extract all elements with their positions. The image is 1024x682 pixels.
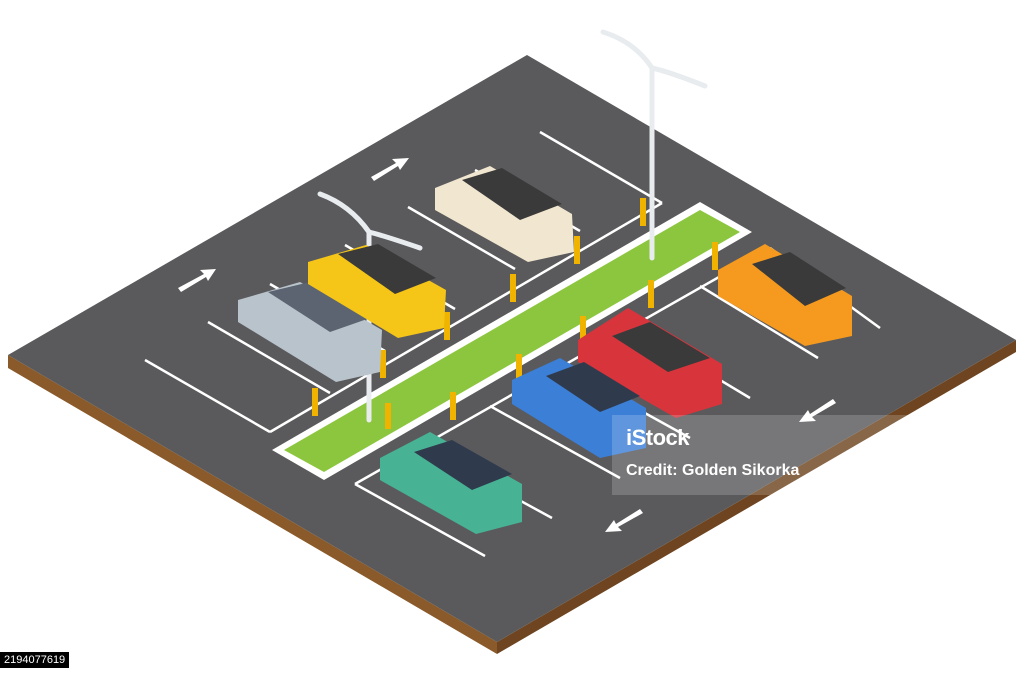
car-cream [435, 166, 574, 262]
street-lamp [600, 29, 708, 261]
arrow-icon [371, 158, 409, 181]
ground-soil-left [8, 355, 497, 654]
image-id-label: 2194077619 [0, 652, 70, 668]
arrow-icon [605, 509, 643, 532]
car-silver [238, 282, 382, 382]
istock-logo: iStock [626, 425, 690, 450]
car-blue [512, 358, 646, 458]
car-red [578, 308, 722, 418]
watermark-band [612, 415, 1024, 495]
arrow-icon [178, 269, 216, 292]
bollards [312, 198, 718, 429]
car-teal [380, 432, 522, 534]
ground-soil-right [497, 340, 1016, 654]
grass-median [272, 202, 752, 480]
direction-arrows [178, 158, 836, 532]
car-orange [718, 244, 852, 346]
car-yellow [308, 244, 446, 338]
arrow-icon [799, 399, 836, 422]
credit-line: Credit: Golden Sikorka [626, 462, 800, 479]
